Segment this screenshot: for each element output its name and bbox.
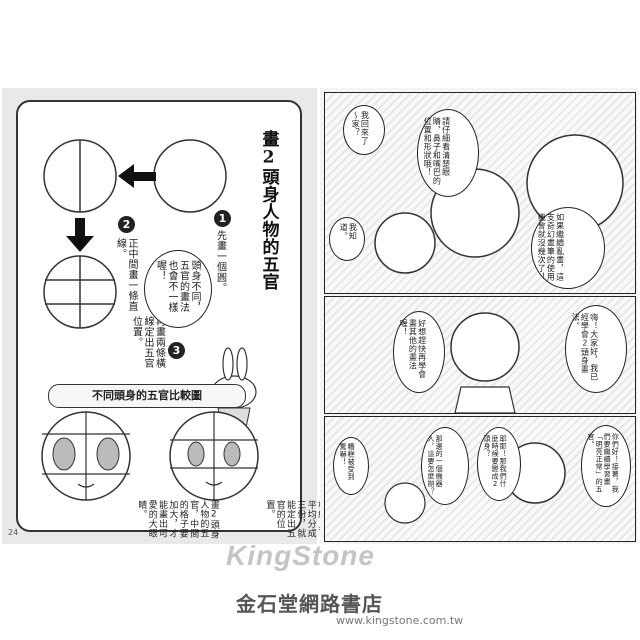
manga-bubble-8: 耶耶！那我們什麼時候要變成2頭身？	[483, 435, 508, 489]
face-normal-diagram	[169, 411, 259, 501]
speech-bubble-2	[417, 109, 479, 197]
speech-bubble-7	[581, 425, 631, 507]
circle-step-2	[43, 139, 117, 213]
speech-bubble	[144, 250, 212, 328]
step-3-text: 再畫兩條橫線定出五官位置。	[130, 316, 165, 369]
speech-bubble-6	[393, 311, 445, 393]
girl-character-illustration	[450, 312, 520, 413]
manga-bubble-5: 嗨！大家好，我已經學會2頭身畫法。	[571, 313, 599, 381]
right-page: 我回來了～家？ 請仔細看清楚眼睛、鼻子和嘴巴的位置和形狀哦！ 我知道。 如果繼續…	[320, 88, 638, 544]
manga-panel-middle: 嗨！大家好，我已經學會2頭身畫法。 好想趕快再學會畫其他的畫法喔！	[324, 296, 636, 414]
manga-bubble-9: 那邊的一個機器人，這要怎麼辦？	[427, 435, 444, 495]
comparison-title: 不同頭身的五官比較圖	[48, 384, 246, 408]
step-2-badge: 2	[118, 216, 135, 233]
speech-text: 頭身不同，五官的畫法也會不一樣喔！	[154, 260, 201, 313]
manga-bubble-1: 我回來了～家？	[351, 111, 370, 145]
face-2-head-diagram	[41, 411, 131, 501]
manga-bubble-4: 我知道。	[339, 223, 358, 240]
circle-step-3	[43, 255, 117, 329]
left-page: 畫2頭身人物的五官	[2, 88, 347, 544]
arrow-down-icon	[66, 218, 94, 252]
manga-bubble-7: 你們好！接著，我們要繼續學習畫「明亮正常」的五官。	[587, 433, 620, 493]
speech-bubble-10	[333, 437, 369, 495]
manga-panel-bottom: 你們好！接著，我們要繼續學習畫「明亮正常」的五官。 耶耶！那我們什麼時候要變成2…	[324, 416, 636, 542]
manga-bubble-2: 請仔細看清楚眼睛、鼻子和嘴巴的位置和形狀哦！	[423, 117, 451, 185]
manga-bubble-10: 糟糕被受到驚嚇！	[339, 443, 356, 481]
page-title: 畫2頭身人物的五官	[258, 130, 279, 291]
caption-2-head: 畫2頭身人物的五官，中間的格子要加大，才能畫出可愛的大眼睛。	[136, 500, 219, 539]
step-2-text: 正中間畫一條直線。	[114, 238, 138, 312]
speech-bubble-1	[343, 105, 385, 155]
tutorial-panel: 畫2頭身人物的五官	[16, 100, 347, 539]
circle-step-1	[153, 139, 227, 213]
manga-bubble-6: 好想趕快再學會畫其他的畫法喔！	[399, 319, 427, 379]
watermark-brand: KingStone	[226, 540, 375, 571]
arrow-left-icon	[118, 164, 156, 188]
speech-bubble-9	[421, 427, 469, 505]
speech-bubble-8	[477, 427, 521, 501]
speech-bubble-5	[565, 305, 627, 393]
speech-bubble-3	[329, 217, 365, 261]
manga-panel-top: 我回來了～家？ 請仔細看清楚眼睛、鼻子和嘴巴的位置和形狀哦！ 我知道。 如果繼續…	[324, 92, 636, 294]
comparison-faces	[41, 411, 259, 501]
watermark-store-name: 金石堂網路書店	[236, 592, 383, 616]
speech-bubble-4	[531, 207, 605, 289]
step-3-badge: 3	[168, 342, 185, 359]
watermark-url: www.kingstone.com.tw	[336, 614, 464, 627]
page-number: 24	[8, 528, 19, 537]
step-1-text: 先畫一個圓。	[214, 230, 226, 293]
manga-bubble-3: 如果繼續亂畫，這支奇幻畫筆的使用機會就沒幾次了！	[537, 213, 565, 281]
step-1-badge: 1	[214, 210, 231, 227]
